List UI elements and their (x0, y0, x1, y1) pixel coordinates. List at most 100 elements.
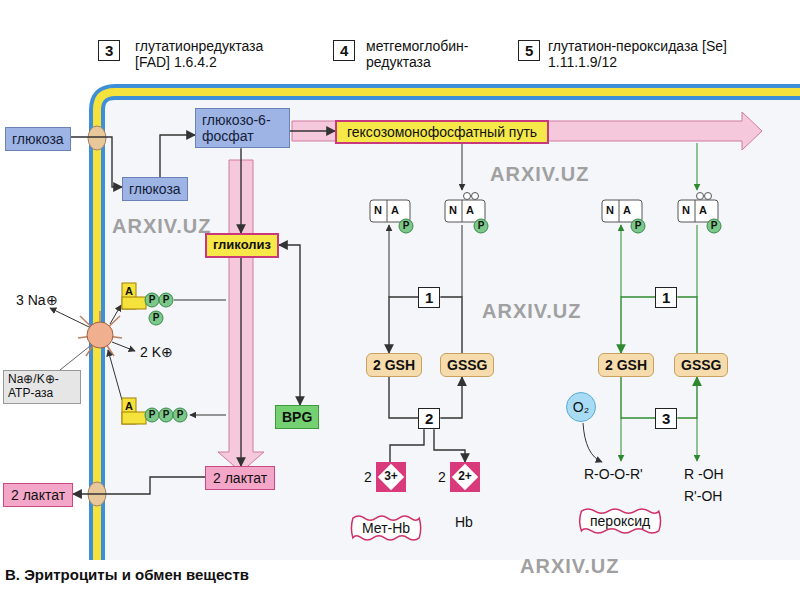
phosphate-letter: P (148, 311, 164, 325)
pump-spikes (78, 311, 122, 356)
enzyme-label: глутатионредуктаза [FAD] 1.6.4.2 (135, 38, 295, 70)
hydrogen-dot (472, 193, 479, 200)
metabolite-box: глюкозо-6-фосфат (195, 108, 290, 148)
text-label: R'-OH (684, 488, 722, 504)
node-text: 2 лактат (11, 487, 65, 503)
nadp-symbol (678, 200, 718, 222)
symbol-letter: A (699, 204, 707, 217)
node-text: Мет-Hb (362, 520, 410, 536)
phosphate-circles (399, 219, 721, 233)
phosphate-letter: P (473, 219, 489, 233)
node-text: гликолиз (213, 237, 271, 252)
wavy-outline (580, 509, 661, 533)
text-label: 2 (364, 469, 372, 485)
connector (389, 297, 418, 353)
nadp-symbol (370, 200, 410, 222)
oxygen-circle: O₂ (566, 392, 596, 422)
enzyme-label: глутатион-пероксидаза [Se] 1.11.1.9/12 (548, 38, 763, 70)
cofactor-line (621, 225, 622, 297)
pathway-line (462, 143, 463, 190)
connector (440, 297, 462, 353)
hydrogen-dot (697, 193, 704, 200)
hydrogen-dot (464, 193, 471, 200)
nadp-symbol (602, 200, 642, 222)
connector (621, 297, 655, 353)
wavy-outline (351, 516, 420, 540)
cofactor-line (697, 225, 698, 297)
cofactor-line (389, 225, 390, 297)
nadp-symbols (370, 193, 718, 223)
square-shape (376, 462, 406, 492)
phosphate-circle (149, 311, 163, 325)
reaction-line (697, 418, 698, 461)
node-text: 2 лактат (213, 470, 267, 486)
connector (440, 377, 462, 418)
node-text: 2 GSH (605, 357, 647, 373)
phosphate-circle (159, 293, 173, 307)
node-text: 2+ (458, 470, 472, 484)
iron-diamond: 3+ (376, 462, 406, 492)
connector (621, 377, 655, 418)
text-label: Hb (455, 514, 473, 530)
phosphate-circle (631, 219, 645, 233)
connector (240, 148, 241, 233)
ion-arrow (112, 342, 135, 351)
node-text: 2 (425, 410, 433, 427)
text-label: R -OH (684, 466, 724, 482)
metabolite-box: BPG (275, 405, 319, 429)
symbol-letter: N (449, 204, 457, 217)
watermark: ARXIV.UZ (520, 555, 620, 578)
cell-membrane (97, 92, 800, 560)
pump-symbol (87, 322, 113, 348)
cell-membrane (97, 92, 800, 560)
metabolite-box: 2 лактат (205, 466, 275, 490)
symbol-letter: N (606, 204, 614, 217)
metabolite-box: глюкоза (5, 127, 71, 151)
node-text: 5 (525, 42, 533, 59)
phosphate-circle (159, 408, 173, 422)
metabolite-box: GSSG (674, 353, 728, 377)
symbol-letter: N (374, 204, 382, 217)
enzyme-number: 3 (98, 40, 120, 61)
connector (290, 130, 335, 131)
ion-arrow (50, 308, 89, 327)
node-text: 1 (425, 289, 433, 306)
pathway-arrow (292, 112, 762, 150)
cofactor-line (462, 225, 463, 297)
phosphate-circle (399, 219, 413, 233)
metabolite-box: 2 GSH (366, 353, 422, 377)
transporter (88, 126, 106, 150)
node-text: GSSG (681, 357, 721, 373)
caption: В. Эритроциты и обмен веществ (5, 566, 249, 583)
connector (677, 377, 697, 418)
hydrogen-dot (705, 193, 712, 200)
pathway-box: гликолиз (205, 233, 279, 258)
metabolite-box: 2 лактат (3, 483, 73, 507)
watermark: ARXIV.UZ (112, 215, 212, 238)
atp-line (190, 415, 226, 416)
phosphate-letter: P (144, 408, 160, 422)
adenosine-symbol (122, 297, 146, 309)
adp-arrow (110, 305, 121, 324)
oxygen-arrow (583, 423, 602, 462)
node-text: 3 (662, 410, 670, 427)
text-label: 2 K⊕ (140, 344, 173, 360)
pathway-box: гексозомонофосфатный путь (335, 120, 549, 144)
metabolite-box: 2 GSH (598, 353, 654, 377)
phosphate-circle (173, 408, 187, 422)
connector (160, 135, 195, 177)
diamond-shape (452, 464, 478, 490)
adenosine-symbol (122, 412, 146, 424)
node-text: глюкоза (12, 131, 64, 147)
node-text: 4 (340, 42, 348, 59)
node-text: глюкоза (129, 181, 181, 197)
atp-arrow (108, 350, 122, 400)
enzyme-label: метгемоглобин-редуктаза (366, 38, 491, 70)
metabolite-box: GSSG (440, 353, 494, 377)
connector (434, 429, 465, 462)
connector (390, 429, 424, 462)
node-text: O₂ (573, 399, 589, 415)
leader-line (60, 346, 90, 370)
node-text: GSSG (447, 357, 487, 373)
adp-line (174, 300, 226, 301)
